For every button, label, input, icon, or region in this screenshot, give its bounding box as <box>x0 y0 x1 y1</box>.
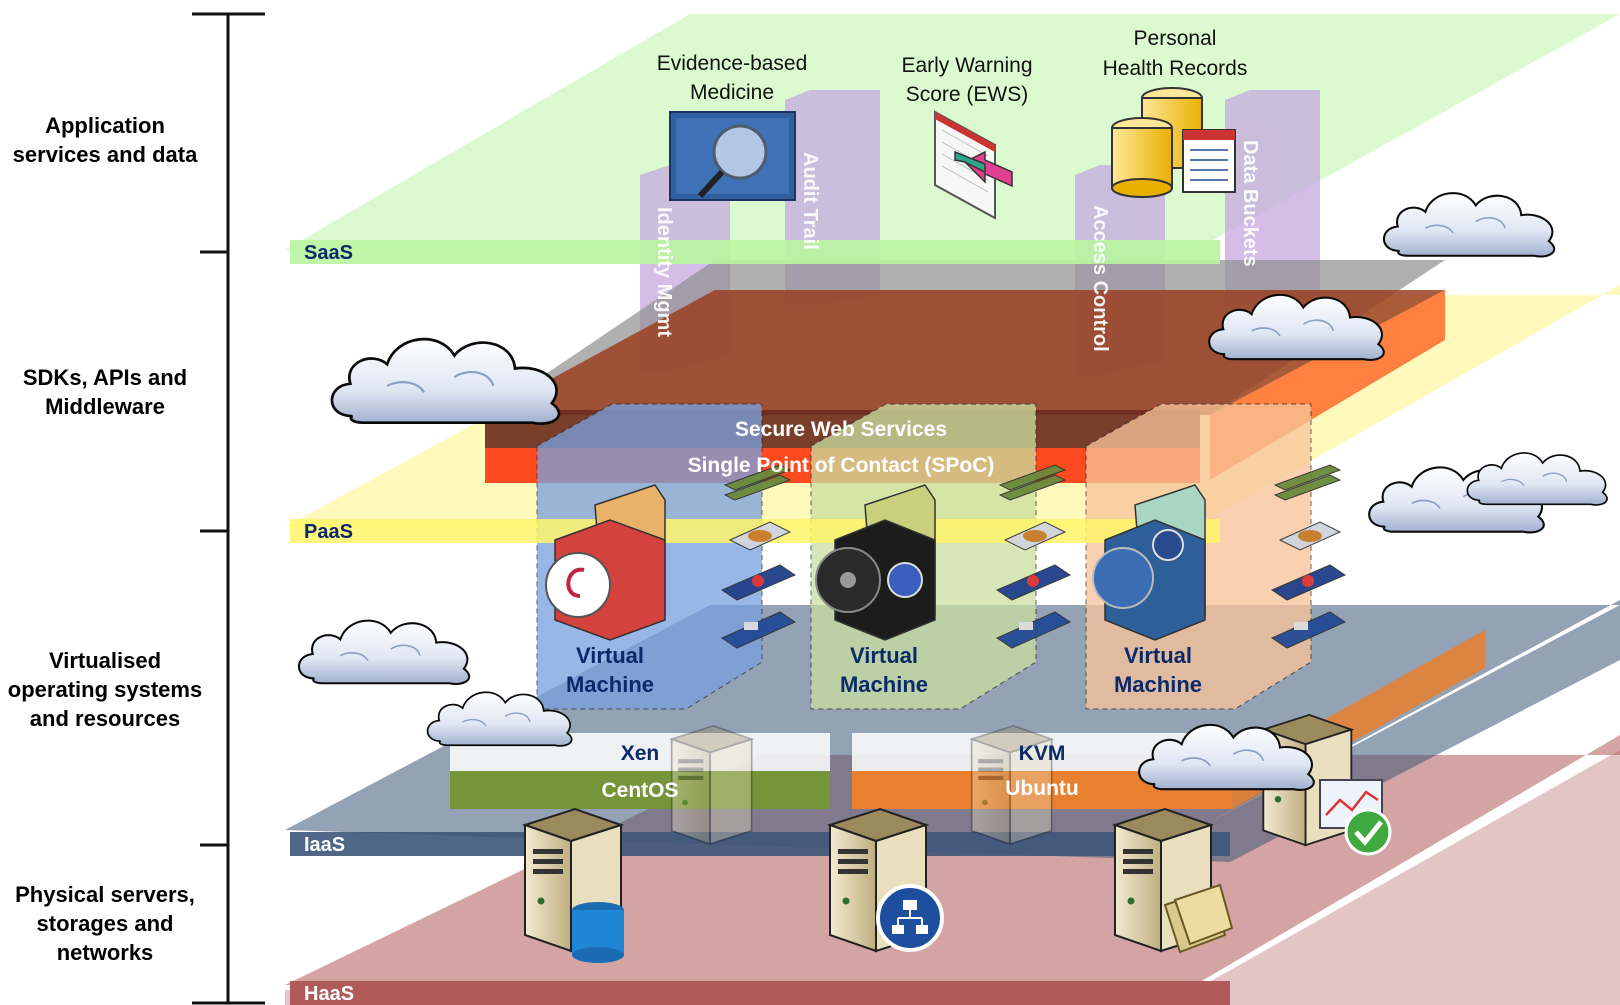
ews-title-line1: Early Warning <box>901 54 1032 77</box>
hard-disk-icon <box>728 521 792 551</box>
saas-label: SaaS <box>304 242 353 264</box>
graphics-card-icon <box>720 564 797 601</box>
hard-disk-icon <box>1003 521 1067 551</box>
ubuntu-label: Ubuntu <box>1005 777 1078 800</box>
pillar-access-label: Access Control <box>1089 205 1111 352</box>
phr-title-line1: Personal <box>1134 27 1217 50</box>
phr-title-line2: Health Records <box>1103 57 1248 80</box>
ebm-title-line2: Medicine <box>690 81 774 104</box>
side-label-application: Application services and data <box>12 113 198 167</box>
haas-band <box>290 981 1230 1005</box>
cloud-icon <box>297 619 471 686</box>
centos-label: CentOS <box>601 779 678 802</box>
pillar-buckets-label: Data Buckets <box>1239 140 1261 267</box>
hard-disk-icon <box>1278 521 1342 551</box>
side-label-sdks: SDKs, APIs and Middleware <box>22 365 188 419</box>
ebm-title-line1: Evidence-based <box>657 52 808 75</box>
cloud-icon <box>330 337 561 426</box>
saas-band <box>290 240 1220 264</box>
pillar-identity-label: Identity Mgmt <box>653 207 675 337</box>
ews-title-line2: Score (EWS) <box>906 83 1029 106</box>
layer-scale <box>192 12 265 1005</box>
graphics-card-icon <box>995 564 1072 601</box>
check-icon <box>1344 808 1392 856</box>
vm2-line1: Virtual <box>850 643 918 668</box>
iaas-label: IaaS <box>304 834 345 856</box>
ram-icon <box>1273 464 1342 501</box>
debian-box-icon <box>545 484 666 641</box>
cloud-icon <box>1466 451 1609 507</box>
graphics-card-icon <box>1270 564 1347 601</box>
fedora-box-icon <box>1092 484 1206 641</box>
side-label-virtualised: Virtualised operating systems and resour… <box>7 648 203 731</box>
xen-label: Xen <box>621 742 660 765</box>
vm2-line2: Machine <box>840 672 928 697</box>
windows-box-icon <box>815 484 936 641</box>
evidence-medicine-icon <box>669 111 796 201</box>
health-records-icon <box>1111 87 1236 198</box>
vm3-line2: Machine <box>1114 672 1202 697</box>
pillar-audit-label: Audit Trail <box>799 152 821 250</box>
ews-chart-icon <box>934 110 1013 220</box>
haas-plane <box>285 750 1620 1005</box>
paas-label: PaaS <box>304 521 353 543</box>
vm1-line2: Machine <box>566 672 654 697</box>
network-card-icon <box>720 611 797 649</box>
vm1-line1: Virtual <box>576 643 644 668</box>
secure-web-services-label: Secure Web Services <box>735 418 947 441</box>
network-card-icon <box>1270 611 1347 649</box>
network-card-icon <box>995 611 1072 649</box>
kvm-label: KVM <box>1019 742 1066 765</box>
iaas-band <box>290 832 1230 856</box>
spoc-label: Single Point of Contact (SPoC) <box>688 454 995 477</box>
cloud-icon <box>1382 191 1556 258</box>
centos-bar <box>450 771 830 809</box>
side-label-physical: Physical servers, storages and networks <box>15 882 195 965</box>
folders-icon <box>1163 883 1234 954</box>
vm3-line1: Virtual <box>1124 643 1192 668</box>
ram-icon <box>998 464 1067 501</box>
ram-icon <box>723 464 792 501</box>
haas-label: HaaS <box>304 983 354 1005</box>
